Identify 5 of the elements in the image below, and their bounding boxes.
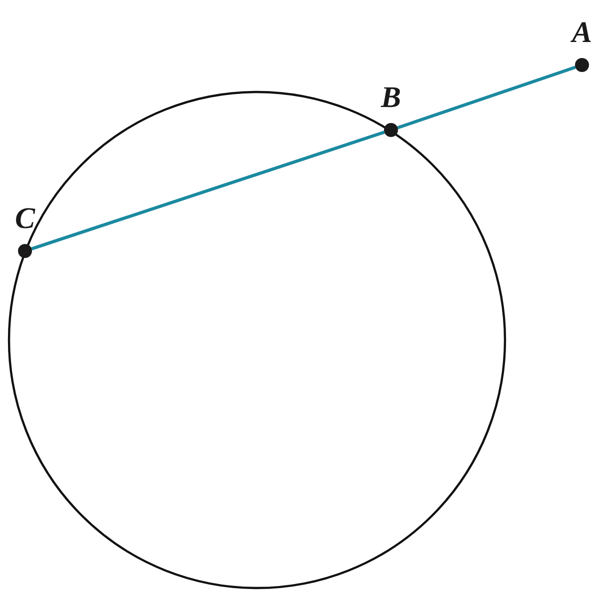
line-segment xyxy=(31,130,385,250)
point-label: C xyxy=(14,201,36,237)
line-segment xyxy=(397,66,576,130)
point-label: B xyxy=(380,80,402,116)
point-label: A xyxy=(570,15,593,51)
